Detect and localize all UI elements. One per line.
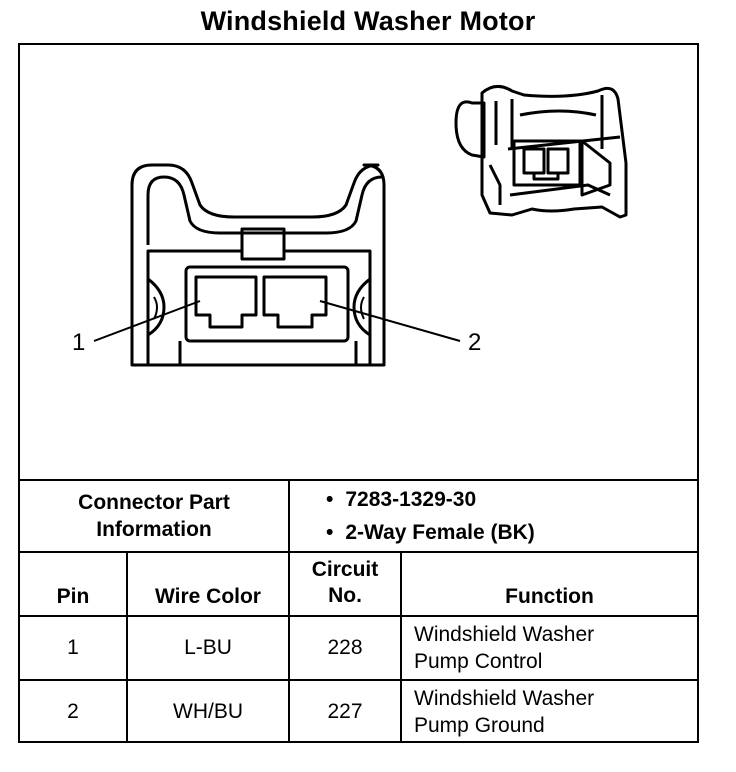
row-1-function-line1: Windshield Washer bbox=[414, 623, 595, 646]
connector-3d-view bbox=[454, 85, 628, 219]
connector-info-label-line2: Information bbox=[96, 518, 212, 541]
header-wire-color: Wire Color bbox=[126, 551, 290, 617]
pin-1-leader bbox=[93, 300, 201, 342]
row-2-pin: 2 bbox=[20, 679, 128, 742]
table-row: 2 WH/BU 227 Windshield Washer Pump Groun… bbox=[20, 679, 698, 742]
row-1-function-line2: Pump Control bbox=[414, 650, 543, 673]
header-circuit-line1: Circuit bbox=[311, 558, 379, 581]
connector-info-values: 7283-1329-30 2-Way Female (BK) bbox=[287, 479, 698, 553]
row-2-function-line1: Windshield Washer bbox=[414, 686, 595, 710]
connector-table: Connector Part Information 7283-1329-30 … bbox=[20, 479, 698, 742]
connector-description: 2-Way Female (BK) bbox=[326, 516, 697, 549]
row-1-wire-color: L-BU bbox=[126, 615, 290, 681]
part-number: 7283-1329-30 bbox=[326, 483, 697, 516]
row-2-circuit: 227 bbox=[288, 679, 402, 742]
row-1-circuit: 228 bbox=[288, 615, 402, 681]
connector-face-view bbox=[93, 85, 628, 367]
row-2-function: Windshield Washer Pump Ground bbox=[399, 679, 698, 742]
row-2-function-line2: Pump Ground bbox=[414, 713, 545, 737]
header-pin: Pin bbox=[20, 551, 128, 617]
pin-2-leader bbox=[319, 300, 461, 342]
header-circuit: Circuit No. bbox=[288, 551, 402, 617]
connector-info-label: Connector Part Information bbox=[20, 479, 290, 553]
row-1-function: Windshield Washer Pump Control bbox=[399, 615, 698, 681]
row-1-pin: 1 bbox=[20, 615, 128, 681]
pin-1-label: 1 bbox=[72, 329, 86, 356]
pin-1-cavity bbox=[194, 275, 258, 329]
connector-card: 1 2 Connector Part Information 7283-1329… bbox=[18, 43, 699, 743]
connector-info-label-line1: Connector Part bbox=[78, 491, 230, 514]
housing-outline bbox=[130, 163, 386, 367]
header-circuit-line2: No. bbox=[328, 584, 362, 607]
pin-2-label: 2 bbox=[468, 329, 482, 356]
table-row: 1 L-BU 228 Windshield Washer Pump Contro… bbox=[20, 615, 698, 681]
connector-info-row: Connector Part Information 7283-1329-30 … bbox=[20, 479, 698, 553]
row-2-wire-color: WH/BU bbox=[126, 679, 290, 742]
table-header-row: Pin Wire Color Circuit No. Function bbox=[20, 551, 698, 617]
page-title: Windshield Washer Motor bbox=[200, 6, 536, 36]
connector-diagram: 1 2 bbox=[20, 45, 697, 481]
header-function: Function bbox=[399, 551, 698, 617]
pin-2-cavity bbox=[262, 275, 328, 329]
